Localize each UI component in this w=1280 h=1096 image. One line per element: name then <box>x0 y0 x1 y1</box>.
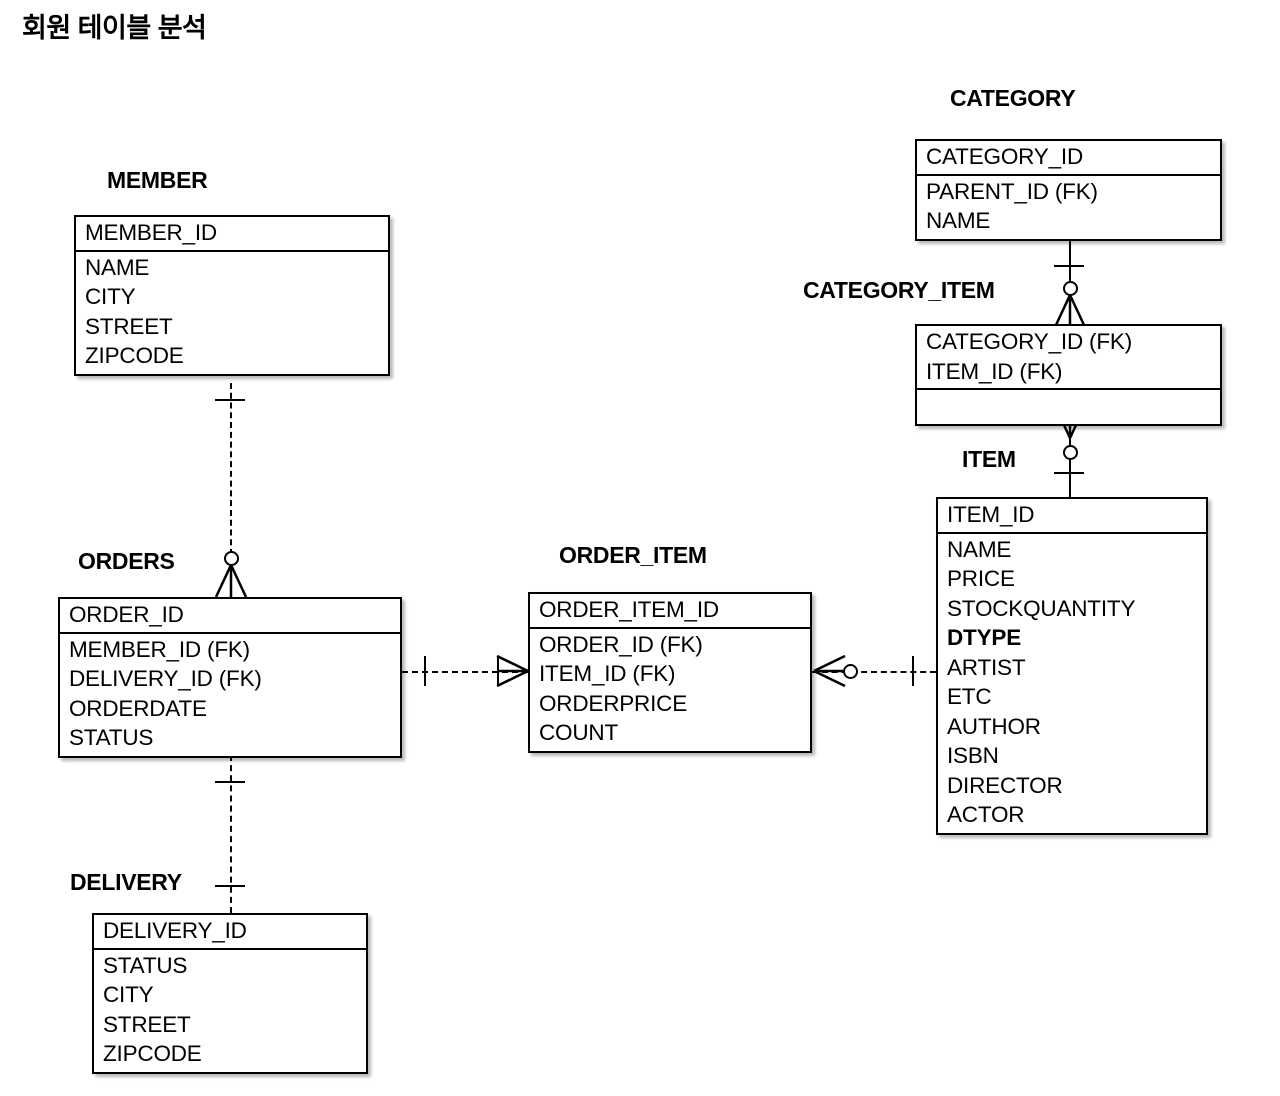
member-attr-name: NAME <box>85 254 150 280</box>
rel-category-categoryitem-one-tick <box>1054 265 1084 267</box>
entity-order-item[interactable]: ORDER_ITEM_ID ORDER_ID (FK) ITEM_ID (FK)… <box>528 592 812 753</box>
category-item-pk-category-id: CATEGORY_ID (FK) <box>926 329 1132 354</box>
entity-label-order-item: ORDER_ITEM <box>559 542 707 568</box>
item-pk-item-id: ITEM_ID <box>947 502 1035 527</box>
category-attr-name: NAME <box>926 208 991 233</box>
delivery-attr-section: STATUS CITY STREET ZIPCODE <box>94 950 366 1072</box>
rel-orders-delivery-line <box>230 755 232 913</box>
category-attr-parent-id: PARENT_ID (FK) <box>926 178 1098 204</box>
order-item-pk-order-item-id: ORDER_ITEM_ID <box>539 597 719 622</box>
category-item-pk-item-id: ITEM_ID (FK) <box>926 358 1063 384</box>
member-attr-city: CITY <box>85 284 136 309</box>
orders-pk-section: ORDER_ID <box>60 599 400 634</box>
item-attr-actor: ACTOR <box>947 802 1025 827</box>
item-attr-author: AUTHOR <box>947 713 1041 739</box>
delivery-attr-status: STATUS <box>103 952 188 978</box>
orders-attr-section: MEMBER_ID (FK) DELIVERY_ID (FK) ORDERDAT… <box>60 634 400 756</box>
entity-label-category-item: CATEGORY_ITEM <box>803 277 995 303</box>
item-attr-etc: ETC <box>947 684 992 709</box>
member-attr-section: NAME CITY STREET ZIPCODE <box>76 252 388 374</box>
rel-orderitem-item-line <box>812 671 936 673</box>
item-attr-isbn: ISBN <box>947 743 999 768</box>
delivery-pk-section: DELIVERY_ID <box>94 915 366 950</box>
rel-orderitem-item-optional-circle <box>843 664 858 679</box>
entity-label-item: ITEM <box>962 446 1016 472</box>
rel-categoryitem-item-one-tick <box>1054 472 1084 474</box>
order-item-attr-count: COUNT <box>539 720 618 745</box>
entity-delivery[interactable]: DELIVERY_ID STATUS CITY STREET ZIPCODE <box>92 913 368 1074</box>
delivery-attr-street: STREET <box>103 1011 191 1037</box>
item-attr-price: PRICE <box>947 566 1015 591</box>
member-attr-street: STREET <box>85 313 173 339</box>
entity-item[interactable]: ITEM_ID NAME PRICE STOCKQUANTITY DTYPE A… <box>936 497 1208 835</box>
item-attr-section: NAME PRICE STOCKQUANTITY DTYPE ARTIST ET… <box>938 534 1206 833</box>
member-pk-member-id: MEMBER_ID <box>85 220 217 245</box>
page-title: 회원 테이블 분석 <box>22 13 207 43</box>
orders-attr-orderdate: ORDERDATE <box>69 695 207 721</box>
order-item-attr-order-id: ORDER_ID (FK) <box>539 631 703 657</box>
item-attr-name: NAME <box>947 536 1012 562</box>
entity-label-member: MEMBER <box>107 167 208 193</box>
rel-orderitem-item-crowsfoot <box>812 655 846 688</box>
rel-category-categoryitem-crowsfoot <box>1052 295 1088 327</box>
order-item-attr-orderprice: ORDERPRICE <box>539 690 688 716</box>
order-item-attr-item-id: ITEM_ID (FK) <box>539 661 676 686</box>
rel-member-orders-one-tick <box>215 399 245 401</box>
member-pk-section: MEMBER_ID <box>76 217 388 252</box>
rel-orders-delivery-one-tick-top <box>215 781 245 783</box>
orders-attr-member-id: MEMBER_ID (FK) <box>69 636 250 662</box>
rel-member-orders-line <box>230 383 232 555</box>
entity-label-delivery: DELIVERY <box>70 869 182 895</box>
order-item-pk-section: ORDER_ITEM_ID <box>530 594 810 629</box>
rel-member-orders-crowsfoot <box>213 565 249 599</box>
entity-label-category: CATEGORY <box>950 85 1076 111</box>
delivery-attr-city: CITY <box>103 982 154 1007</box>
item-attr-director: DIRECTOR <box>947 772 1063 798</box>
order-item-attr-section: ORDER_ID (FK) ITEM_ID (FK) ORDERPRICE CO… <box>530 629 810 751</box>
item-attr-artist: ARTIST <box>947 654 1026 680</box>
category-pk-category-id: CATEGORY_ID <box>926 144 1084 169</box>
member-attr-zipcode: ZIPCODE <box>85 343 184 368</box>
rel-category-categoryitem-optional-circle <box>1063 281 1078 296</box>
rel-orders-orderitem-line <box>402 671 528 673</box>
item-attr-dtype: DTYPE <box>947 625 1022 650</box>
orders-pk-order-id: ORDER_ID <box>69 602 184 627</box>
orders-attr-status: STATUS <box>69 725 154 750</box>
category-item-attr-section <box>917 390 1220 424</box>
item-pk-section: ITEM_ID <box>938 499 1206 534</box>
rel-categoryitem-item-optional-circle <box>1063 445 1078 460</box>
entity-label-orders: ORDERS <box>78 548 175 574</box>
rel-orders-orderitem-crowsfoot <box>496 655 530 688</box>
entity-member[interactable]: MEMBER_ID NAME CITY STREET ZIPCODE <box>74 215 390 376</box>
rel-orders-delivery-one-tick-bottom <box>215 885 245 887</box>
entity-orders[interactable]: ORDER_ID MEMBER_ID (FK) DELIVERY_ID (FK)… <box>58 597 402 758</box>
rel-orderitem-item-one-tick <box>912 656 914 686</box>
entity-category-item[interactable]: CATEGORY_ID (FK) ITEM_ID (FK) <box>915 324 1222 426</box>
rel-orders-orderitem-one-tick-left <box>424 656 426 686</box>
rel-member-orders-optional-circle <box>224 551 239 566</box>
delivery-pk-delivery-id: DELIVERY_ID <box>103 918 247 943</box>
category-item-attr-empty <box>917 391 1220 421</box>
category-item-pk-section: CATEGORY_ID (FK) ITEM_ID (FK) <box>917 326 1220 390</box>
delivery-attr-zipcode: ZIPCODE <box>103 1041 202 1066</box>
entity-category[interactable]: CATEGORY_ID PARENT_ID (FK) NAME <box>915 139 1222 241</box>
category-attr-section: PARENT_ID (FK) NAME <box>917 176 1220 239</box>
orders-attr-delivery-id: DELIVERY_ID (FK) <box>69 666 262 691</box>
item-attr-stockquantity: STOCKQUANTITY <box>947 595 1136 621</box>
category-pk-section: CATEGORY_ID <box>917 141 1220 176</box>
